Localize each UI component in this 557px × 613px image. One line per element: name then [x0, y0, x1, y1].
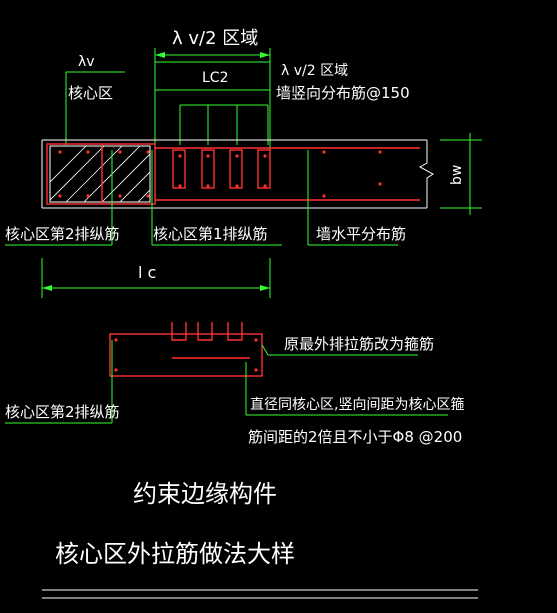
core-zone-label: 核心区 — [68, 84, 113, 102]
core-row1-label: 核心区第1排纵筋 — [153, 225, 268, 243]
bw-label: bw — [449, 165, 465, 185]
core-zone-hatch — [49, 145, 151, 203]
lc-label: l c — [138, 263, 156, 282]
note-line2: 筋间距的2倍且不小于Φ8 @200 — [248, 428, 462, 446]
lc-dimension — [41, 258, 271, 298]
lc2-box — [154, 61, 271, 91]
lambda-v2-region-right-label: λ v/2 区域 — [281, 63, 348, 79]
core-stirrup — [46, 143, 156, 205]
rebar-dots — [58, 150, 382, 198]
section-detail — [109, 322, 263, 377]
title-line1: 约束边缘构件 — [133, 480, 277, 508]
wall-vertical-rebar-label: 墙竖向分布筋@150 — [276, 84, 410, 102]
core-row2-left-label: 核心区第2排纵筋 — [5, 225, 120, 243]
outermost-tie-label: 原最外排拉筋改为箍筋 — [284, 335, 434, 353]
lambda-v-label: λv — [78, 54, 95, 70]
core-row2-bottom-label: 核心区第2排纵筋 — [5, 403, 120, 421]
bw-dimension — [440, 133, 482, 215]
lambda-v2-region-top-label: λ v/2 区域 — [172, 28, 258, 49]
lc2-label: LC2 — [202, 70, 228, 86]
dim-lambda-v2 — [154, 48, 271, 150]
lc2-ties — [155, 147, 420, 201]
note-line1: 直径同核心区,竖向间距为核心区箍 — [250, 396, 464, 413]
wall-horizontal-rebar-label: 墙水平分布筋 — [316, 225, 406, 243]
title-line2: 核心区外拉筋做法大样 — [55, 540, 295, 568]
wall-outline — [41, 139, 434, 209]
